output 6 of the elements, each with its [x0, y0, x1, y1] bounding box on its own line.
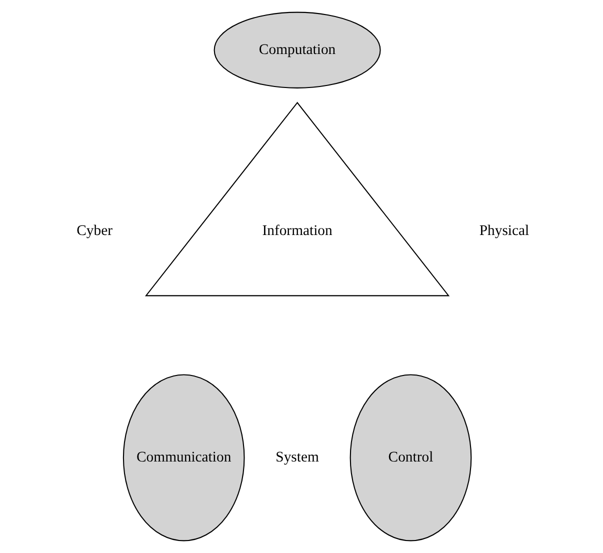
- label: Physical: [479, 223, 530, 240]
- label: Cyber: [76, 223, 113, 240]
- node-ellipse: Computation: [214, 12, 381, 88]
- label: System: [276, 450, 319, 466]
- node-ellipse: Control: [350, 374, 472, 542]
- node-ellipse: Communication: [122, 374, 245, 542]
